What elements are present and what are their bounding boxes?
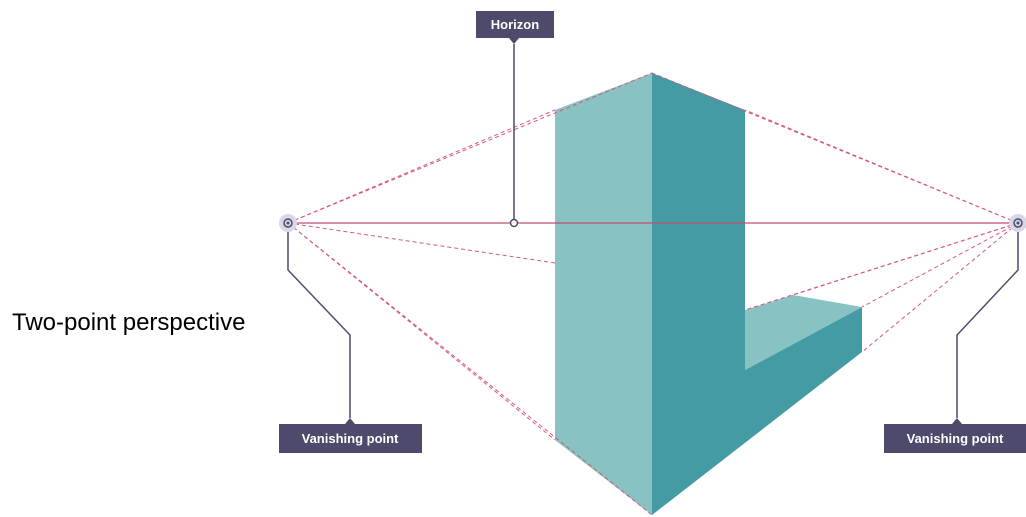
guide-line — [287, 109, 556, 224]
guide-line — [744, 109, 1019, 224]
l-block — [555, 73, 862, 515]
guide-line — [287, 72, 653, 224]
block-top-face — [745, 295, 862, 370]
vanishing-point-left-label-pointer — [345, 418, 355, 424]
block-front-face — [555, 73, 652, 515]
horizon-anchor-dot — [509, 218, 519, 228]
vanishing-point-left-leader-line — [287, 232, 351, 418]
guide-line — [287, 222, 556, 264]
vanishing-point-left-label-box — [279, 424, 422, 453]
vanishing-point-left-callout: Vanishing point — [279, 232, 422, 453]
vanishing-point-right-label-box — [884, 424, 1026, 453]
horizon-label: Horizon — [491, 17, 539, 32]
guide-line — [861, 222, 1019, 353]
vanishing-point-right-label: Vanishing point — [907, 431, 1004, 446]
vanishing-point-right-label-pointer — [952, 418, 962, 424]
guide-line — [287, 222, 653, 516]
vanishing-point-right-marker — [1009, 214, 1026, 232]
guide-line — [792, 222, 1019, 296]
horizon-label-box — [476, 11, 554, 38]
vanishing-point-left-label: Vanishing point — [302, 431, 399, 446]
horizon-callout: Horizon — [476, 11, 554, 228]
vanishing-point-right-callout: Vanishing point — [884, 232, 1026, 453]
horizon-label-pointer — [509, 38, 519, 44]
diagram-caption: Two-point perspective — [12, 309, 246, 336]
vanishing-point-left-marker — [279, 214, 297, 232]
guide-line — [861, 222, 1019, 308]
block-side-face — [652, 73, 862, 515]
perspective-guides — [287, 72, 1019, 516]
vanishing-point-right-leader-line — [956, 232, 1019, 418]
